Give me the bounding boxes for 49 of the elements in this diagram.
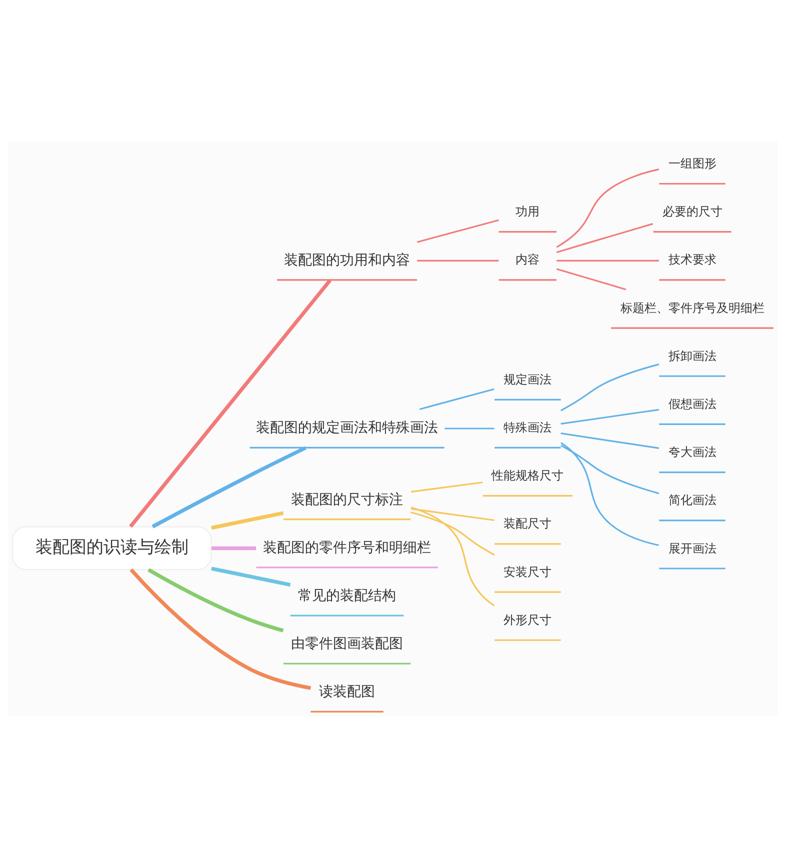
node-text: 性能规格尺寸 [492,468,564,482]
connector [417,259,499,261]
connector [556,268,626,290]
connector [560,432,659,448]
node-text: 读装配图 [319,684,376,700]
connector [560,442,659,546]
connector [410,481,483,492]
connector [560,444,660,494]
node-text: 标题栏、零件序号及明细栏 [620,300,764,314]
node-box: 装配图的识读与绘制 [12,526,212,570]
node-text: 内容 [516,252,540,266]
node-text: 一组图形 [668,156,716,170]
node-text: 装配图的功用和内容 [284,252,410,268]
node-text: 装配图的尺寸标注 [291,491,404,508]
node-text: 装配尺寸 [504,516,552,530]
node-text: 装配图的零件序号和明细栏 [263,539,432,556]
node-text: 简化画法 [668,492,716,507]
node-text: 技术要求 [668,252,716,266]
connector [416,218,499,242]
connector [419,388,494,410]
connector [130,568,312,690]
connector [410,510,495,556]
node-text: 特殊画法 [504,420,552,434]
connector [129,278,332,528]
connector [152,446,306,528]
connector [560,363,660,411]
node-text: 规定画法 [504,372,552,386]
node-text: 常见的装配结构 [298,587,396,604]
node-text: 外形尺寸 [504,612,552,626]
node-text: 展开画法 [668,540,716,555]
connector [148,568,284,632]
node-text: 拆卸画法 [668,348,716,362]
connector [211,546,256,550]
node-text: 由零件图画装配图 [291,636,404,652]
connector [556,222,654,253]
connector [211,510,284,530]
connector [560,408,659,424]
node-text: 假想画法 [668,396,716,410]
connector [556,168,659,248]
node-text: 安装尺寸 [504,564,552,578]
connector [410,507,494,521]
node-text: 功用 [516,204,540,218]
connector [556,259,659,261]
node-text: 夸大画法 [668,444,716,459]
node-text: 装配图的规定画法和特殊画法 [256,420,438,436]
connector [211,566,291,586]
node-text: 必要的尺寸 [662,204,722,218]
connector [444,427,494,429]
connector [410,506,495,606]
